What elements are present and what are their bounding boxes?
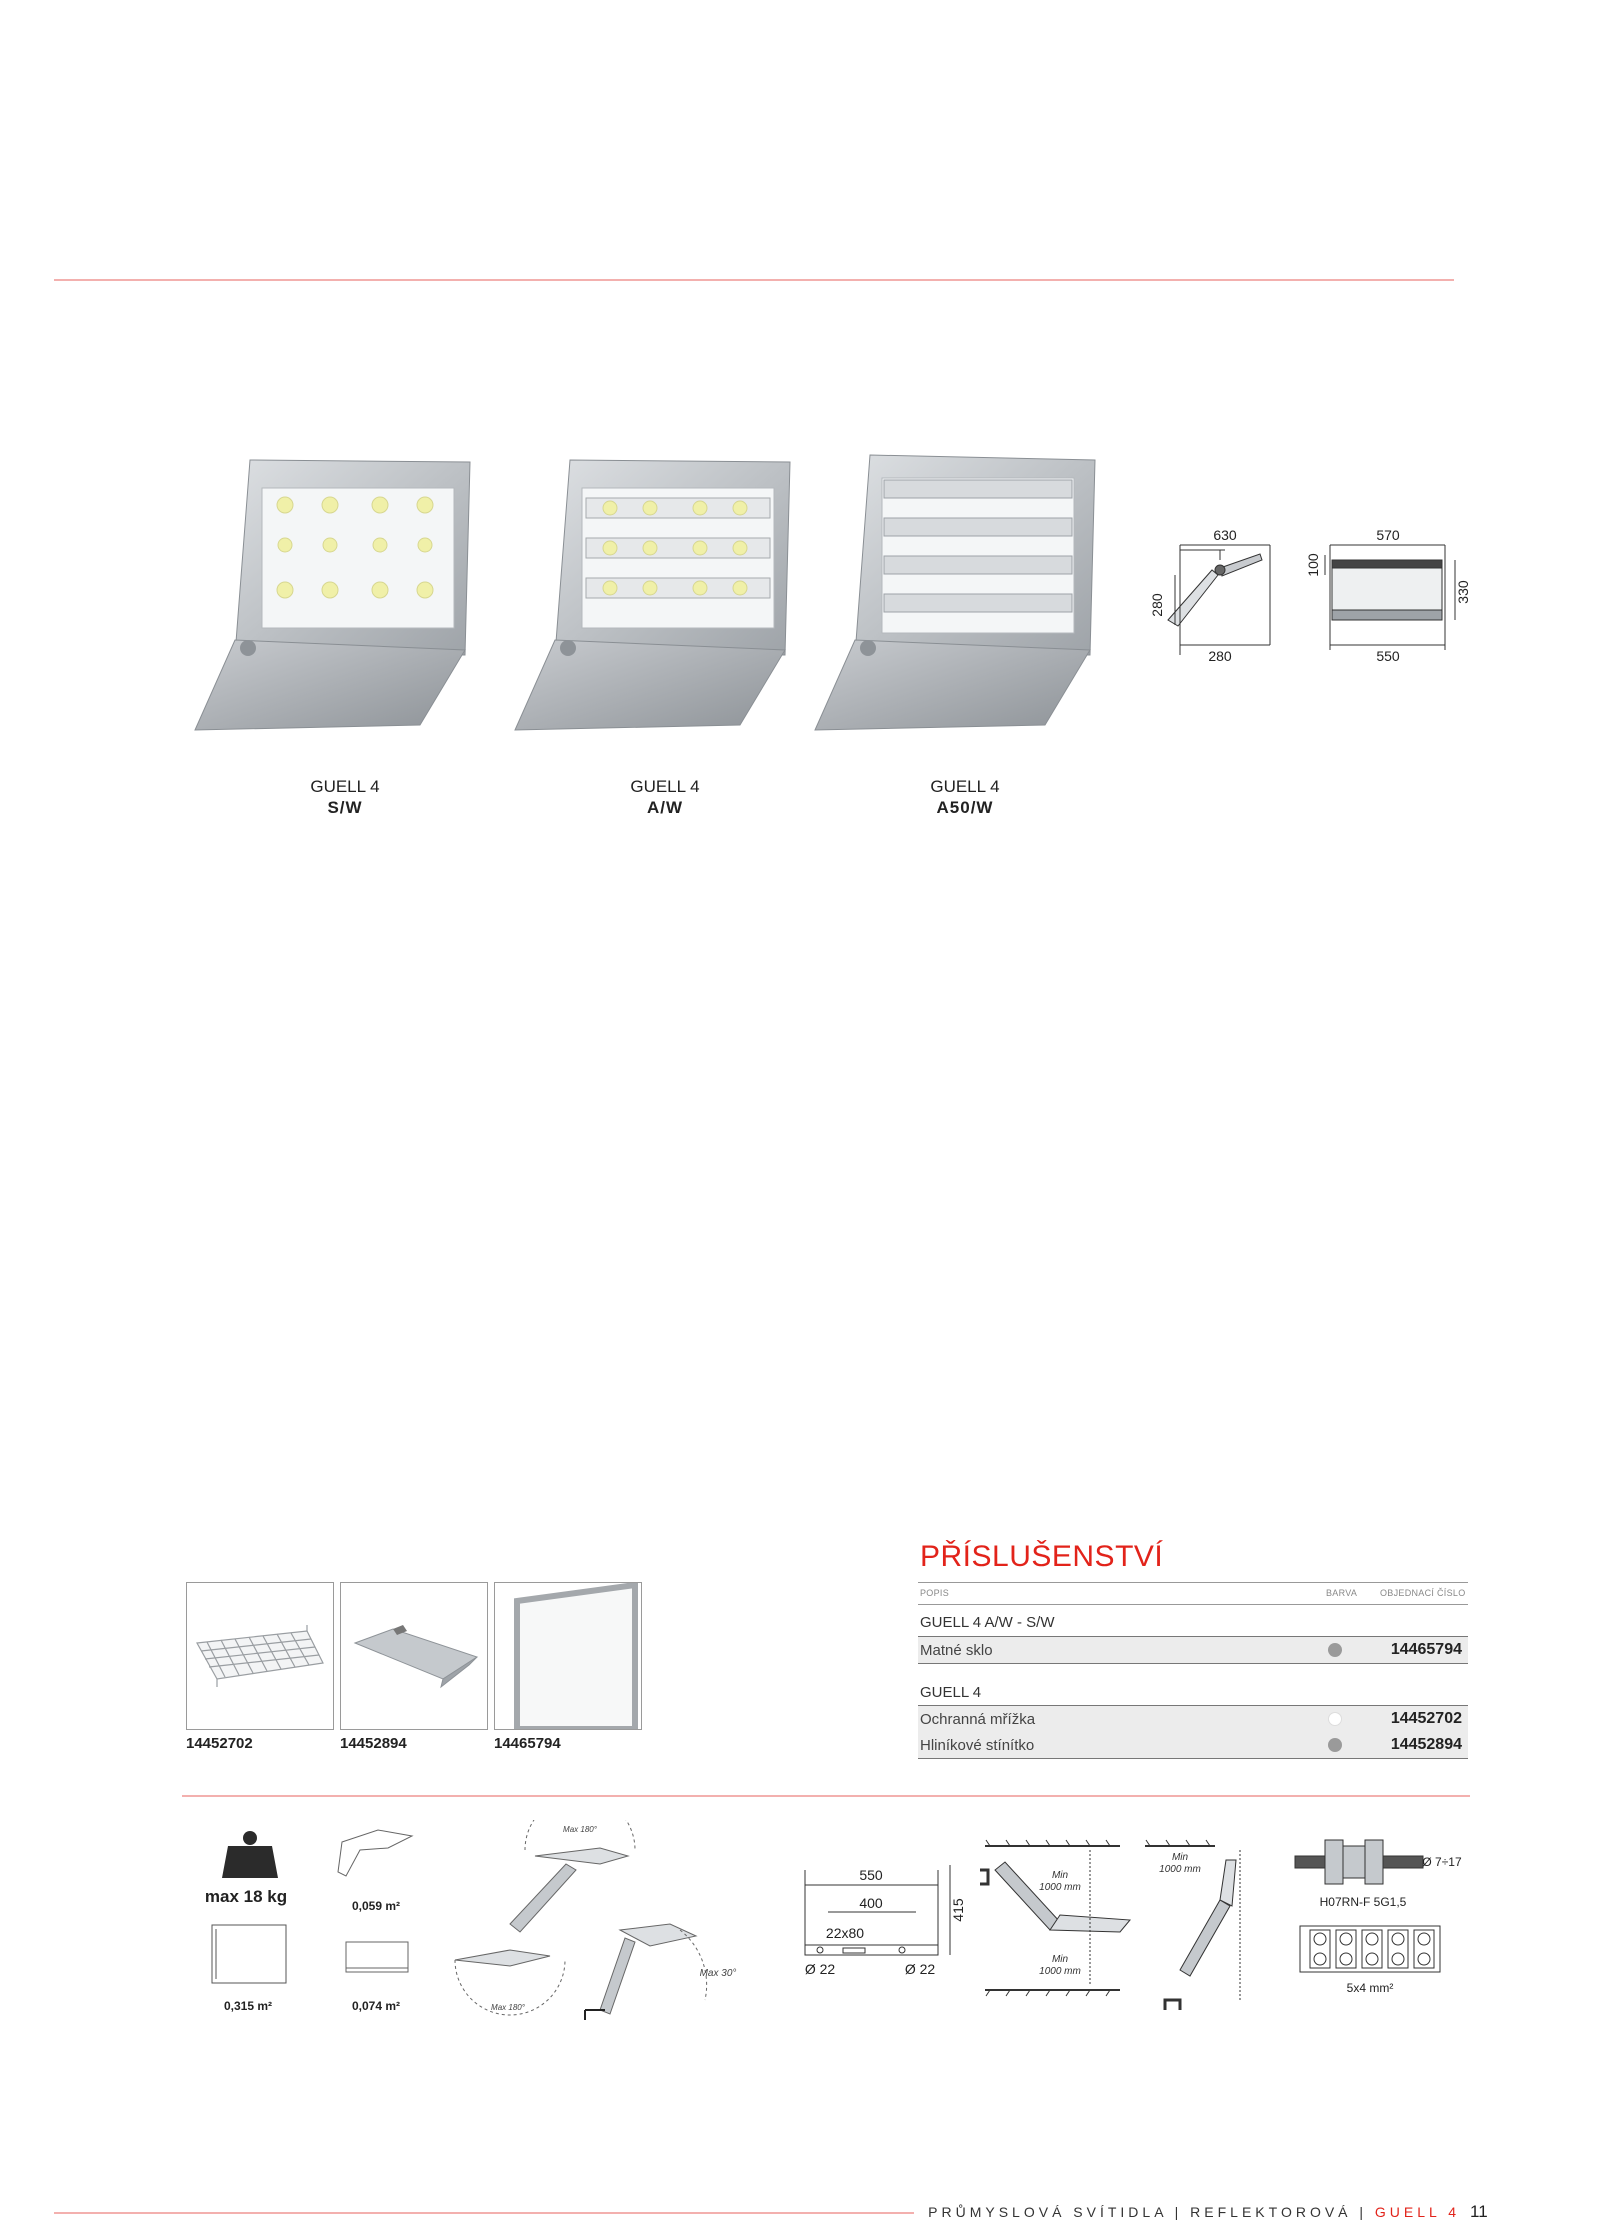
group-label-1: GUELL 4 A/W - S/W [920,1614,1055,1631]
mount-slot: 22x80 [826,1925,864,1941]
terminal-block-icon [1299,1925,1441,1973]
accessory-desc: Hliníkové stínítko [920,1737,1035,1754]
color-swatch [1328,1643,1342,1657]
order-code: 14465794 [1390,1641,1462,1658]
weight-label: max 18 kg [205,1887,287,1906]
footer-highlight: GUELL 4 [1374,2204,1460,2220]
min-distance-drawing [980,1839,1132,1997]
accessory-row-grid-guard: Ochranná mřížka 14452702 [918,1705,1468,1733]
dimension-drawing: 630 280 280 570 100 330 550 [1150,527,1471,664]
mount-width: 550 [859,1867,883,1883]
color-swatch [1328,1738,1342,1752]
order-code: 14452702 [1390,1710,1462,1727]
lamp-a50w-image [814,454,1096,731]
product-images [194,454,1096,731]
dim-front-top: 570 [1376,527,1400,543]
dim-side-left: 280 [1150,593,1165,617]
middle-divider [182,1795,1470,1797]
tilt-bottom: Max 180° [491,2003,526,2012]
top-divider [54,279,1454,281]
grid-guard-icon [196,1625,324,1687]
side-area-icon-1 [337,1829,414,1877]
terminal-label: 5x4 mm² [1347,1981,1394,1995]
mount-inner: 400 [859,1895,883,1911]
lamp-aw-image [514,459,791,731]
gland-range: Ø 7÷17 [1422,1855,1462,1869]
dim-front-right: 330 [1455,580,1471,604]
accessory-row-aluminium-visor: Hliníkové stínítko 14452894 [918,1732,1468,1759]
thumb-code-1: 14452702 [186,1735,253,1752]
order-code: 14452894 [1390,1736,1462,1753]
footer-text: PRŮMYSLOVÁ SVÍTIDLA | REFLEKTOROVÁ | [928,2204,1368,2220]
dim-side-top: 630 [1213,527,1237,543]
dim-front-left: 100 [1305,553,1321,577]
color-swatch [1328,1712,1342,1726]
mounting-drawing [804,1865,951,1956]
col-color: BARVA [1326,1588,1358,1598]
matt-glass-icon [514,1581,638,1732]
min-distance-side-drawing [1145,1839,1241,2010]
thumb-code-3: 14465794 [494,1735,561,1752]
accessory-desc: Ochranná mřížka [920,1711,1036,1728]
accessories-title: PŘÍSLUŠENSTVÍ [920,1540,1164,1573]
dim-front-bottom: 550 [1376,648,1400,664]
tilt-angle: Max 30° [700,1968,737,1979]
page-number: 11 [1470,2202,1488,2221]
tilt-diagram [454,1820,708,2020]
cable-type: H07RN-F 5G1,5 [1320,1895,1407,1909]
bottom-divider [54,2212,914,2214]
dim-side-bottom: 280 [1208,648,1232,664]
cable-gland-icon [1294,1839,1424,1885]
hole-left: Ø 22 [805,1961,836,1977]
front-area-icon [211,1924,287,1984]
group-label-2: GUELL 4 [920,1684,982,1701]
lamp-sw-image [194,459,471,731]
accessories-header-rule-2 [918,1604,1468,1605]
thumb-code-2: 14452894 [340,1735,407,1752]
area-side-1: 0,059 m² [352,1899,400,1913]
tilt-top: Max 180° [563,1825,598,1834]
thumb-grid-guard [186,1582,334,1730]
area-front: 0,315 m² [224,1999,272,2013]
accessory-row-matt-glass: Matné sklo 14465794 [918,1636,1468,1664]
weight-icon [222,1831,278,1878]
thumb-matt-glass [494,1581,642,1732]
thumb-aluminium-visor [340,1582,488,1730]
specs-icons: max 18 kg 0,315 m² 0,059 m² 0,074 m² Max… [205,1820,1462,2020]
col-description: POPIS [920,1588,950,1598]
mount-height: 415 [950,1898,966,1922]
area-side-2: 0,074 m² [352,1999,400,2013]
hole-right: Ø 22 [905,1961,936,1977]
accessory-desc: Matné sklo [920,1642,993,1659]
col-order: OBJEDNACÍ ČÍSLO [1380,1588,1466,1598]
aluminium-visor-icon [353,1625,479,1689]
accessories-header-rule [918,1582,1468,1583]
side-area-icon-2 [345,1941,409,1973]
footer-breadcrumb: PRŮMYSLOVÁ SVÍTIDLA | REFLEKTOROVÁ | GUE… [928,2204,1460,2220]
